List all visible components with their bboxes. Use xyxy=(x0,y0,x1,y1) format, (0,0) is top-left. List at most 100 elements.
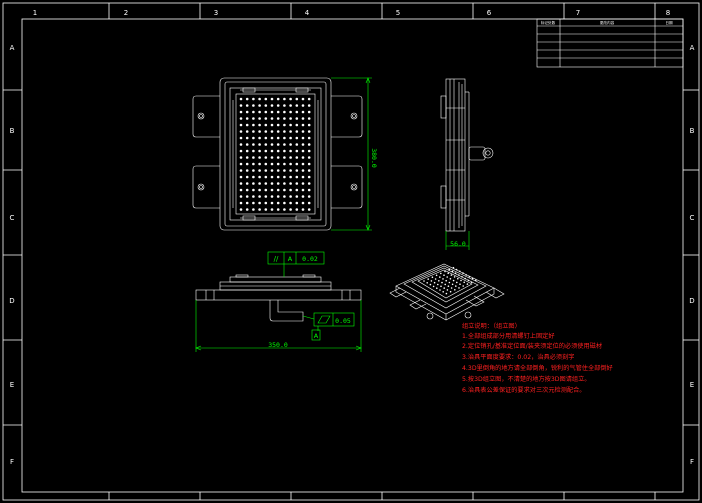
pin-hole xyxy=(283,97,286,101)
pin-hole xyxy=(301,123,305,127)
iso-pin-hole xyxy=(429,283,432,286)
front-view xyxy=(192,77,363,231)
pin-hole xyxy=(252,208,255,211)
pin-hole xyxy=(301,201,305,205)
pin-hole xyxy=(264,97,268,101)
iso-pin-hole xyxy=(439,276,441,278)
pin-hole xyxy=(239,143,243,146)
pin-hole xyxy=(264,175,268,179)
pin-hole xyxy=(307,136,311,140)
pin-hole xyxy=(239,195,243,198)
iso-pin-hole xyxy=(447,272,450,275)
pin-hole xyxy=(239,97,243,101)
pin-hole xyxy=(270,97,274,101)
pin-hole xyxy=(307,156,311,159)
iso-pin-hole xyxy=(449,290,452,293)
note-item-4: 4.3D里倒角的地方请全部倒角，锐利的气管住全部倒好 xyxy=(462,364,613,372)
pin-hole xyxy=(289,123,292,127)
pin-hole xyxy=(283,110,286,114)
pin-hole xyxy=(264,149,268,153)
pin-hole xyxy=(295,156,299,159)
pin-hole xyxy=(239,149,243,153)
pin-hole xyxy=(239,123,243,127)
pin-hole xyxy=(289,97,292,101)
column-label-6: 6 xyxy=(487,9,492,17)
pin-hole xyxy=(276,162,280,166)
pin-hole xyxy=(239,136,243,140)
pin-hole xyxy=(301,208,305,211)
column-label-7: 7 xyxy=(576,9,580,17)
iso-pin-hole xyxy=(438,280,440,282)
pin-hole xyxy=(239,188,243,192)
pin-hole xyxy=(245,201,249,205)
iso-pin-hole xyxy=(471,277,474,280)
flat-tolerance-frame xyxy=(302,312,355,341)
pin-hole xyxy=(283,104,286,107)
pin-hole xyxy=(239,169,243,172)
pin-hole xyxy=(289,149,292,153)
pin-hole xyxy=(276,149,280,153)
row-label-c-right: C xyxy=(690,214,695,222)
iso-pin-hole xyxy=(440,285,442,288)
pin-hole xyxy=(270,130,274,133)
pin-hole xyxy=(276,169,280,172)
pin-hole xyxy=(289,117,292,120)
pin-hole xyxy=(295,130,299,133)
revision-header-mark: 标记处数 xyxy=(541,20,556,25)
pin-hole xyxy=(245,156,249,159)
iso-pin-hole xyxy=(446,276,449,278)
dimension-side-width-label: 56.0 xyxy=(450,240,466,248)
pin-hole xyxy=(258,104,261,107)
pin-hole xyxy=(295,195,299,198)
pin-hole xyxy=(283,143,286,146)
dimension-bottom-length xyxy=(195,300,362,352)
pin-hole xyxy=(301,130,305,133)
pin-hole xyxy=(270,156,274,159)
pin-hole xyxy=(276,104,280,107)
bottom-view xyxy=(195,274,362,322)
iso-pin-hole xyxy=(435,274,438,277)
pin-hole xyxy=(270,175,274,179)
pin-hole xyxy=(264,201,268,205)
pin-hole xyxy=(270,182,274,185)
pin-hole xyxy=(258,182,261,185)
revision-header-date: 日期 xyxy=(665,20,673,25)
pin-hole xyxy=(245,208,249,211)
pin-hole xyxy=(295,143,299,146)
pin-hole xyxy=(252,117,255,120)
pin-hole xyxy=(239,104,243,107)
column-label-4: 4 xyxy=(305,9,310,17)
pin-hole xyxy=(258,162,261,166)
pin-hole xyxy=(270,162,274,166)
row-label-e-right: E xyxy=(690,381,694,389)
pin-hole xyxy=(252,156,255,159)
flat-value: 0.05 xyxy=(335,317,351,325)
note-item-6: 6.治具表公差保证的要求对三次元检测配合。 xyxy=(462,386,585,394)
pin-hole xyxy=(307,182,311,185)
pin-hole xyxy=(301,156,305,159)
pin-hole xyxy=(301,110,305,114)
iso-pin-hole xyxy=(461,276,463,278)
iso-pin-hole xyxy=(458,287,460,289)
pin-hole xyxy=(258,130,261,133)
dimension-front-height-label: 380.0 xyxy=(370,148,378,168)
pin-hole xyxy=(289,169,292,172)
front-view-pin-grid xyxy=(239,97,311,211)
iso-pin-hole xyxy=(426,282,429,284)
column-label-1: 1 xyxy=(33,9,37,17)
iso-pin-hole xyxy=(451,270,454,273)
row-label-d-right: D xyxy=(689,297,694,305)
pin-hole xyxy=(264,208,268,211)
pin-hole xyxy=(258,169,261,172)
column-label-8: 8 xyxy=(666,9,670,17)
pin-hole xyxy=(295,117,299,120)
pin-hole xyxy=(270,195,274,198)
pin-hole xyxy=(239,110,243,114)
row-label-f: F xyxy=(10,458,14,466)
revision-header-content: 更改内容 xyxy=(600,20,615,25)
pin-hole xyxy=(289,156,292,159)
iso-pin-hole xyxy=(459,270,461,273)
pin-hole xyxy=(289,201,292,205)
pin-hole xyxy=(264,156,268,159)
pin-hole xyxy=(245,182,249,185)
